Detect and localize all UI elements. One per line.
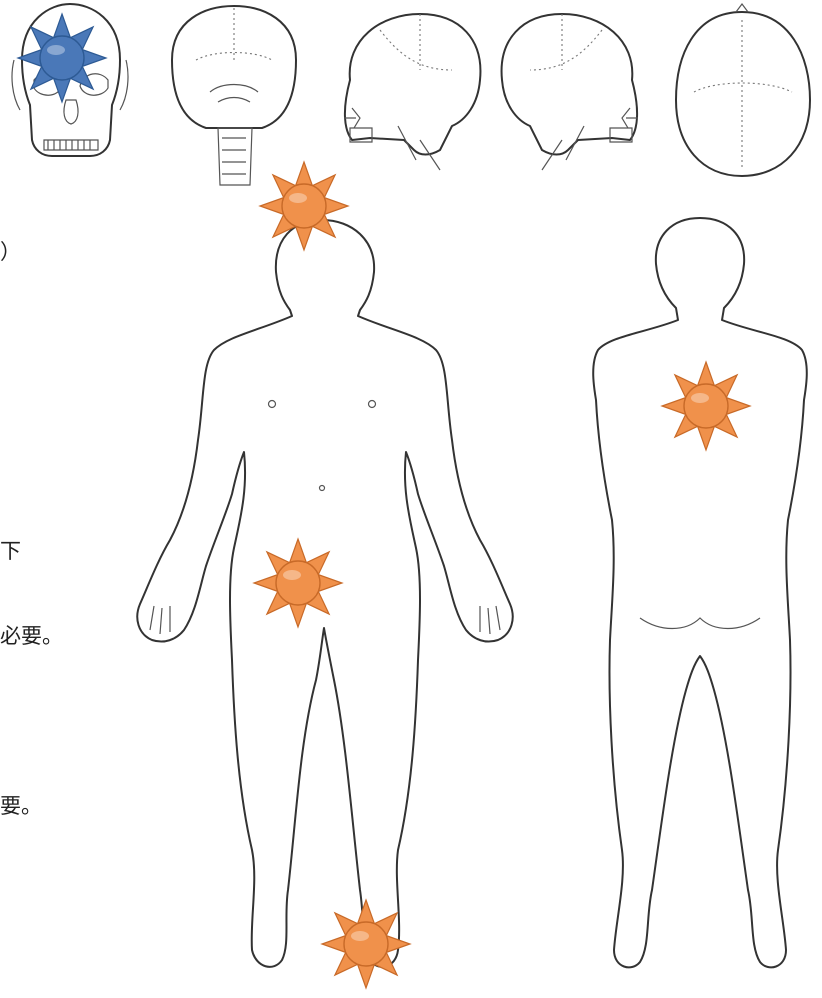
marker-skull-front — [18, 14, 106, 102]
skull-top-view — [676, 4, 810, 176]
marker-center-disc — [282, 184, 326, 228]
pain-markers — [18, 14, 750, 988]
skull-back-view — [172, 6, 296, 185]
marker-center-disc — [684, 384, 728, 428]
marker-ankle — [322, 900, 410, 988]
marker-back-upper — [662, 362, 750, 450]
marker-highlight — [289, 193, 307, 203]
marker-head-top — [260, 162, 348, 250]
skull-side-view-right — [502, 14, 638, 170]
marker-highlight — [351, 931, 369, 941]
marker-center-disc — [344, 922, 388, 966]
body-back-outline — [593, 218, 807, 967]
skull-side-view-left — [344, 14, 480, 170]
body-front-outline — [137, 220, 512, 967]
marker-highlight — [47, 45, 65, 55]
marker-groin — [254, 539, 342, 627]
marker-highlight — [283, 570, 301, 580]
marker-center-disc — [276, 561, 320, 605]
marker-highlight — [691, 393, 709, 403]
marker-center-disc — [40, 36, 84, 80]
